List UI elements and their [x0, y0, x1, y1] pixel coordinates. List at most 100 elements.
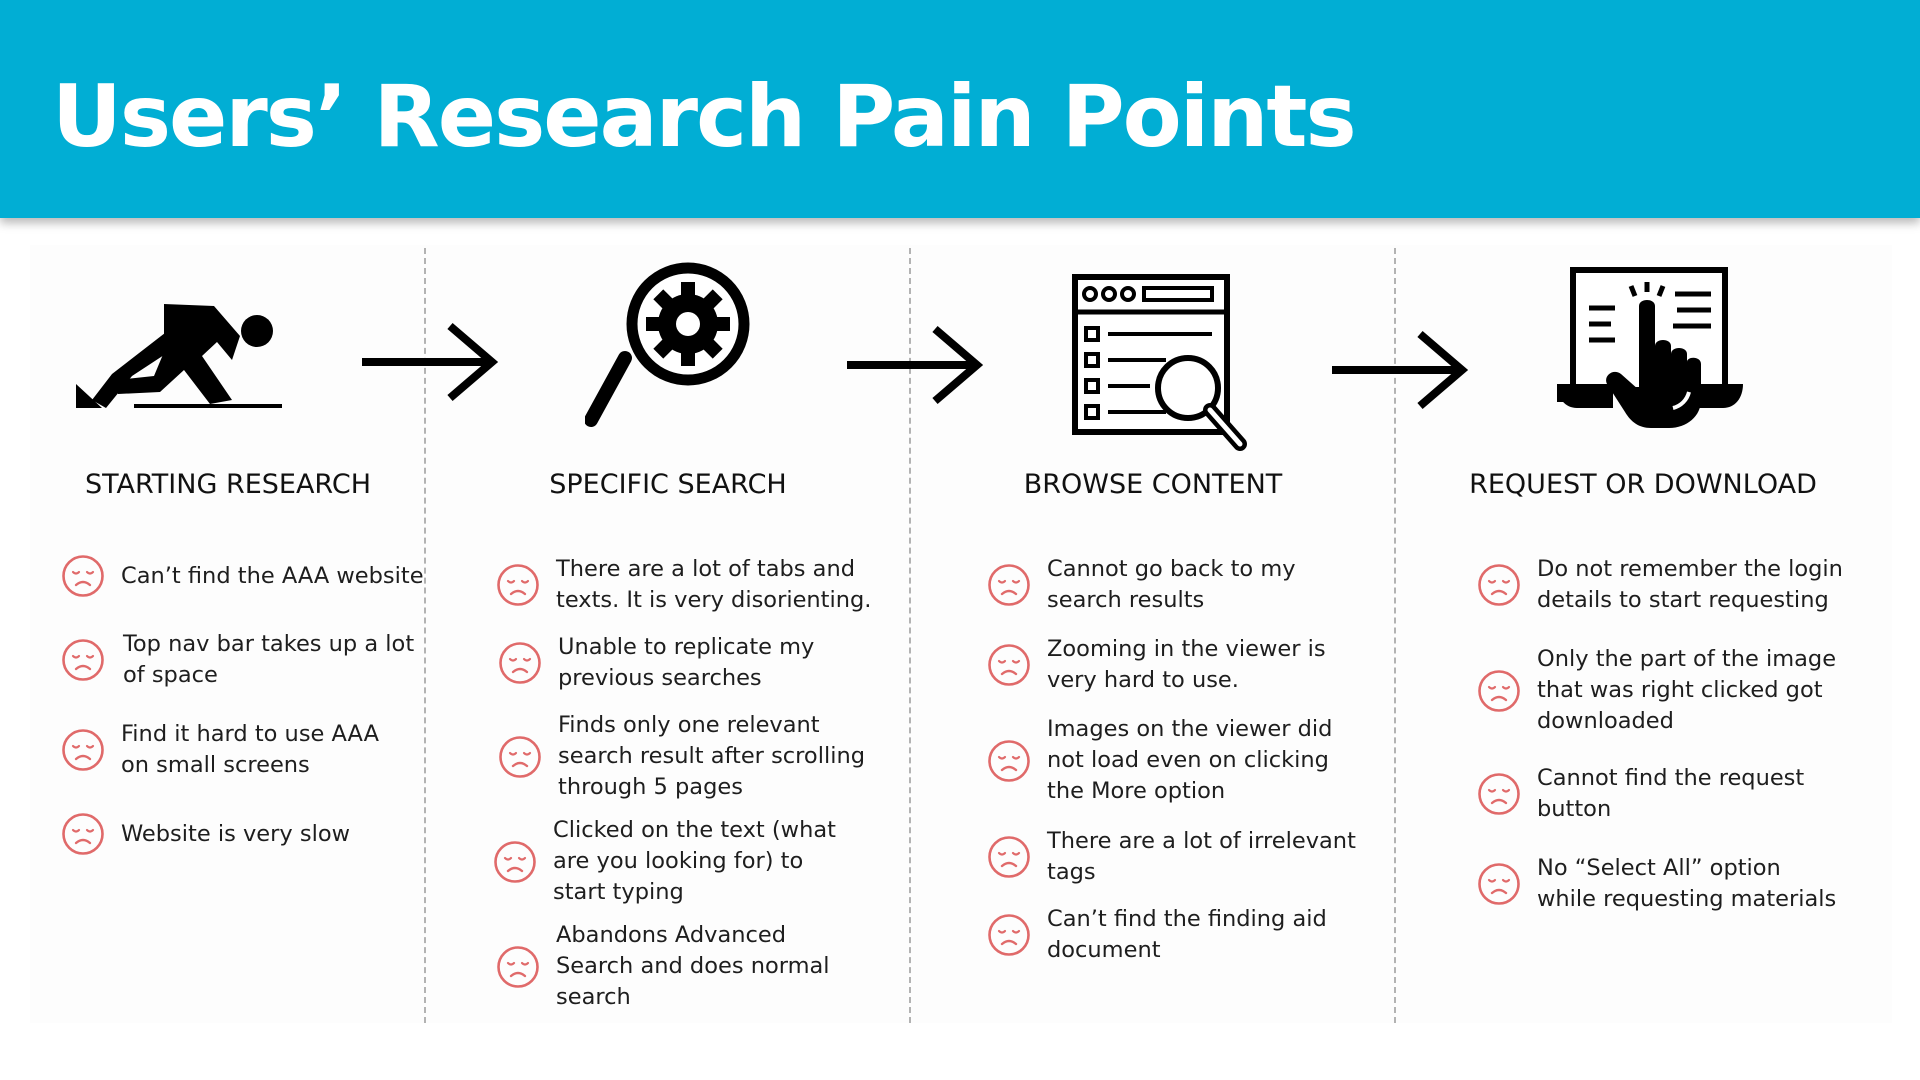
text-line: Cannot go back to my: [1047, 556, 1296, 582]
text-line: not load even on clicking: [1047, 747, 1329, 773]
browser-search-icon: [1072, 274, 1247, 451]
stage-title-browse-content: BROWSE CONTENT: [1023, 469, 1283, 500]
pain-point-item: Images on the viewer did not load even on…: [987, 714, 1332, 807]
frown-icon: [988, 739, 1030, 782]
frown-icon: [494, 840, 536, 883]
text-line: Do not remember the login: [1537, 556, 1843, 582]
text-line: Can’t find the finding aid: [1047, 906, 1327, 932]
title-banner: Users’ Research Pain Points: [0, 0, 1920, 218]
text-line: Finds only one relevant: [558, 712, 820, 738]
frown-icon: [499, 642, 541, 684]
frown-icon: [499, 735, 541, 778]
text-line: tags: [1047, 859, 1096, 885]
frown-icon: [988, 836, 1030, 878]
pain-point-text: Find it hard to use AAA on small screens: [121, 719, 379, 781]
text-line: Clicked on the text (what: [553, 817, 836, 843]
pain-point-text: Website is very slow: [121, 819, 350, 850]
pain-point-text: There are a lot of irrelevant tags: [1047, 826, 1356, 888]
pain-point-item: Can’t find the finding aid document: [987, 904, 1327, 966]
text-line: through 5 pages: [558, 774, 743, 800]
pain-point-item: Find it hard to use AAA on small screens: [61, 719, 379, 781]
pain-point-item: There are a lot of tabs and texts. It is …: [496, 554, 871, 616]
frown-icon: [62, 555, 104, 597]
pain-point-text: There are a lot of tabs and texts. It is …: [556, 554, 871, 616]
text-line: No “Select All” option: [1537, 855, 1781, 881]
pain-point-item: Cannot find the request button: [1477, 763, 1804, 825]
text-line: Website is very slow: [121, 820, 350, 847]
text-line: downloaded: [1537, 708, 1674, 734]
pain-point-text: Do not remember the login details to star…: [1537, 554, 1843, 616]
frown-icon: [62, 729, 104, 771]
frown-icon: [62, 639, 104, 681]
pain-point-item: Unable to replicate my previous searches: [498, 632, 814, 694]
pain-point-text: Finds only one relevant search result aft…: [558, 710, 865, 803]
text-line: Zooming in the viewer is: [1047, 636, 1326, 662]
text-line: button: [1537, 796, 1612, 822]
text-line: Can’t find the AAA website: [121, 562, 424, 589]
arrow-right-icon: [847, 325, 984, 405]
frown-icon: [988, 644, 1030, 686]
pain-point-text: Only the part of the image that was right…: [1537, 644, 1836, 737]
pain-point-item: Website is very slow: [61, 812, 350, 856]
frown-icon: [1478, 863, 1520, 905]
frown-icon: [1478, 564, 1520, 606]
text-line: on small screens: [121, 752, 310, 778]
column-divider: [1394, 248, 1396, 1023]
pain-point-item: Only the part of the image that was right…: [1477, 644, 1836, 737]
text-line: very hard to use.: [1047, 667, 1239, 693]
column-divider: [909, 248, 911, 1023]
text-line: Find it hard to use AAA: [121, 721, 379, 747]
text-line: Only the part of the image: [1537, 646, 1837, 672]
pain-point-text: Can’t find the AAA website: [121, 561, 424, 592]
text-line: Images on the viewer did: [1047, 716, 1333, 742]
text-line: There are a lot of irrelevant: [1047, 828, 1356, 854]
text-line: There are a lot of tabs and: [556, 556, 856, 582]
text-line: texts. It is very disorienting.: [556, 587, 872, 613]
pain-point-text: Clicked on the text (what are you looking…: [553, 815, 836, 908]
pain-point-item: No “Select All” option while requesting m…: [1477, 853, 1836, 915]
pain-point-item: Clicked on the text (what are you looking…: [493, 815, 836, 908]
pain-point-text: Cannot find the request button: [1537, 763, 1804, 825]
text-line: Top nav bar takes up a lot: [123, 631, 415, 657]
frown-icon: [62, 813, 104, 855]
text-line: details to start requesting: [1537, 587, 1829, 613]
column-divider: [424, 248, 426, 1023]
runner-start-icon: [76, 304, 282, 408]
frown-icon: [1478, 669, 1520, 712]
pain-point-text: Top nav bar takes up a lot of space: [123, 629, 414, 691]
frown-icon: [497, 564, 539, 606]
frown-icon: [1478, 773, 1520, 815]
text-line: while requesting materials: [1537, 886, 1837, 912]
page-title: Users’ Research Pain Points: [52, 67, 1357, 167]
text-line: start typing: [553, 879, 684, 905]
frown-icon: [988, 914, 1030, 956]
text-line: Cannot find the request: [1537, 765, 1805, 791]
arrow-right-icon: [362, 322, 499, 402]
pain-point-item: Finds only one relevant search result aft…: [498, 710, 865, 803]
pain-point-text: Zooming in the viewer is very hard to use…: [1047, 634, 1326, 696]
search-gear-icon: [585, 262, 750, 427]
pain-point-item: Do not remember the login details to star…: [1477, 554, 1843, 616]
stage-title-request-download: REQUEST OR DOWNLOAD: [1469, 469, 1817, 500]
text-line: previous searches: [558, 665, 762, 691]
laptop-tap-icon: [1557, 267, 1743, 428]
stage-title-specific-search: SPECIFIC SEARCH: [549, 469, 787, 500]
pain-point-text: Unable to replicate my previous searches: [558, 632, 814, 694]
text-line: Unable to replicate my: [558, 634, 815, 660]
arrow-right-icon: [1332, 330, 1469, 410]
pain-point-item: Top nav bar takes up a lot of space: [61, 629, 414, 691]
text-line: that was right clicked got: [1537, 677, 1823, 703]
pain-point-item: Zooming in the viewer is very hard to use…: [987, 634, 1326, 696]
text-line: Search and does normal: [556, 953, 830, 979]
pain-point-item: Can’t find the AAA website: [61, 554, 424, 598]
text-line: are you looking for) to: [553, 848, 804, 874]
stage-title-starting-research: STARTING RESEARCH: [84, 469, 372, 500]
text-line: of space: [123, 662, 218, 688]
text-line: document: [1047, 937, 1161, 963]
text-line: search: [556, 984, 631, 1010]
text-line: search result after scrolling: [558, 743, 865, 769]
